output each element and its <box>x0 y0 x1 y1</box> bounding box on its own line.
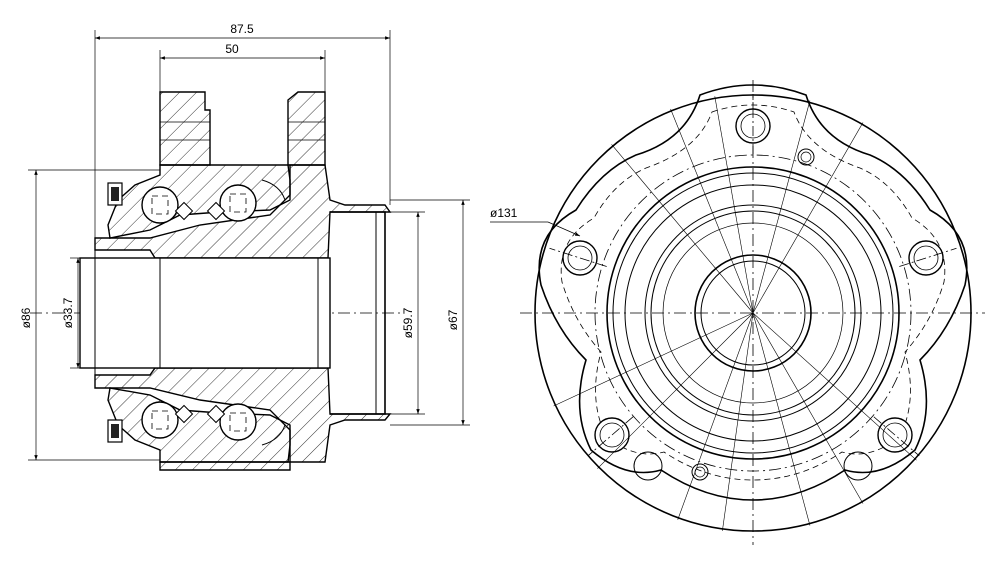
lower-flange <box>159 461 291 471</box>
bore-diameter-label: ø33.7 <box>61 297 75 328</box>
pilot-diameter-label: ø59.7 <box>401 307 415 338</box>
overall-length-label: 87.5 <box>230 22 254 36</box>
lower-seal-core <box>111 424 119 438</box>
cage-block <box>206 201 226 221</box>
bolt-hole-inner <box>882 422 908 448</box>
radial-construction-line <box>714 96 754 314</box>
section-view: 87.5 50 ø86 ø33.7 ø59.7 ø67 <box>19 22 470 471</box>
ball-cage <box>229 193 247 213</box>
small-hole <box>691 463 709 481</box>
bolt-hole-centerline <box>549 247 607 267</box>
flange-hidden-outline <box>560 104 946 481</box>
radial-construction-line <box>553 312 754 407</box>
small-hole-inner <box>800 151 812 163</box>
radial-lines <box>553 96 917 531</box>
outer-diameter-label: ø86 <box>19 307 33 328</box>
lower-ball-row <box>141 401 257 441</box>
radial-construction-line <box>752 100 811 314</box>
bolt-hole-inner <box>567 245 593 271</box>
bolt-hole-inner <box>599 422 625 448</box>
bolt-hole-centerline <box>587 416 634 457</box>
radial-construction-line <box>677 312 754 520</box>
pcd-diameter-label: ø131 <box>490 206 518 220</box>
cage-block <box>206 404 226 424</box>
ball-cage <box>151 195 169 215</box>
ball-circle <box>141 186 179 224</box>
bolt-hole-centerline <box>899 247 957 267</box>
upper-seal-lip <box>261 179 286 201</box>
radial-construction-line <box>752 122 864 314</box>
upper-ball-row <box>141 184 257 224</box>
flange-width-label: 50 <box>225 42 239 56</box>
ball-circle <box>219 403 257 441</box>
ball-circle <box>141 401 179 439</box>
bolt-hole-inner <box>913 245 939 271</box>
radial-construction-line <box>597 312 754 469</box>
front-view: ø131 <box>490 80 985 545</box>
lower-pocket <box>843 451 873 481</box>
bolt-hole-centerline <box>873 416 920 457</box>
radial-construction-line <box>611 144 754 314</box>
radial-construction-line <box>722 312 754 531</box>
ball-cage <box>151 410 169 430</box>
hub-diameter-label: ø67 <box>446 309 460 330</box>
upper-flange-left <box>159 91 211 166</box>
pilot-outline <box>330 211 386 415</box>
small-hole <box>797 148 815 166</box>
radial-construction-line <box>752 312 811 526</box>
pcd-leader-arrow <box>547 221 581 237</box>
lower-pocket <box>633 451 663 481</box>
radial-construction-line <box>752 312 917 461</box>
ball-circle <box>219 184 257 222</box>
hub-bore <box>79 257 331 369</box>
cage-block <box>174 404 194 424</box>
ball-cage <box>229 412 247 432</box>
bolt-holes <box>549 94 957 457</box>
flange-outline <box>538 84 968 501</box>
lower-seal-lip <box>261 424 286 446</box>
radial-construction-line <box>670 108 754 314</box>
upper-flange-right <box>287 91 326 166</box>
cage-block <box>174 201 194 221</box>
upper-seal-core <box>111 187 119 201</box>
radial-construction-line <box>752 312 864 504</box>
